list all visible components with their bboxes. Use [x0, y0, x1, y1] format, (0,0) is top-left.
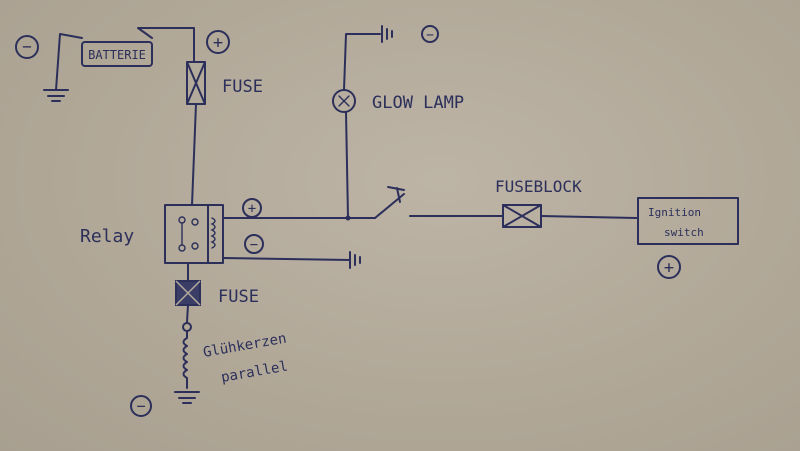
svg-text:−: − [426, 28, 434, 43]
glow-lamp-label: GLOW LAMP [372, 93, 464, 113]
fuse-block [502, 204, 542, 228]
glow-plug-coil [182, 330, 188, 389]
switch [374, 186, 405, 219]
svg-text:+: + [213, 33, 223, 53]
battery: BATTERIE [81, 41, 153, 67]
glow-plug-terminal [182, 322, 192, 332]
relay-negative-wire [222, 257, 351, 261]
glow-plugs-label-line1: Glühkerzen [202, 331, 288, 361]
relay-plus-symbol: + [242, 198, 262, 218]
svg-text:−: − [136, 397, 145, 415]
lamp-minus-symbol: − [421, 25, 439, 43]
battery-plus-symbol: + [206, 30, 230, 54]
fuse-to-relay-wire [191, 103, 197, 206]
lamp-wire-upper [343, 33, 381, 91]
ignition-plus-symbol: + [657, 255, 681, 279]
battery-negative-wire [43, 33, 83, 102]
battery-label: BATTERIE [88, 48, 146, 62]
relay-ground-icon [349, 251, 361, 269]
ignition-switch: Ignition switch [637, 197, 739, 245]
fuse-bottom [175, 280, 201, 306]
svg-text:−: − [250, 237, 258, 253]
ignition-label-line2: switch [664, 226, 704, 239]
glow-plug-ground-icon [174, 391, 200, 404]
battery-positive-wire [137, 27, 195, 63]
fuse-bottom-label: FUSE [218, 287, 259, 307]
glow-lamp [332, 89, 356, 113]
fuse-block-label: FUSEBLOCK [495, 177, 582, 196]
fuseblock-to-ignition-wire [540, 215, 639, 219]
relay-label: Relay [80, 226, 134, 247]
glow-plugs-label-line2: parallel [220, 358, 289, 385]
svg-text:+: + [248, 201, 256, 217]
glowplug-minus-symbol: − [130, 395, 152, 417]
fuse-top [186, 61, 206, 105]
lamp-wire-lower [345, 111, 349, 219]
relay [164, 204, 224, 264]
battery-minus-symbol: − [15, 35, 39, 59]
fuse-to-glowplug-wire [186, 304, 189, 323]
relay-minus-symbol: − [244, 234, 264, 254]
svg-text:−: − [22, 37, 32, 56]
svg-text:+: + [664, 258, 674, 278]
ignition-label-line1: Ignition [648, 206, 701, 219]
lamp-ground-icon [381, 25, 393, 43]
fuse-top-label: FUSE [222, 77, 263, 97]
